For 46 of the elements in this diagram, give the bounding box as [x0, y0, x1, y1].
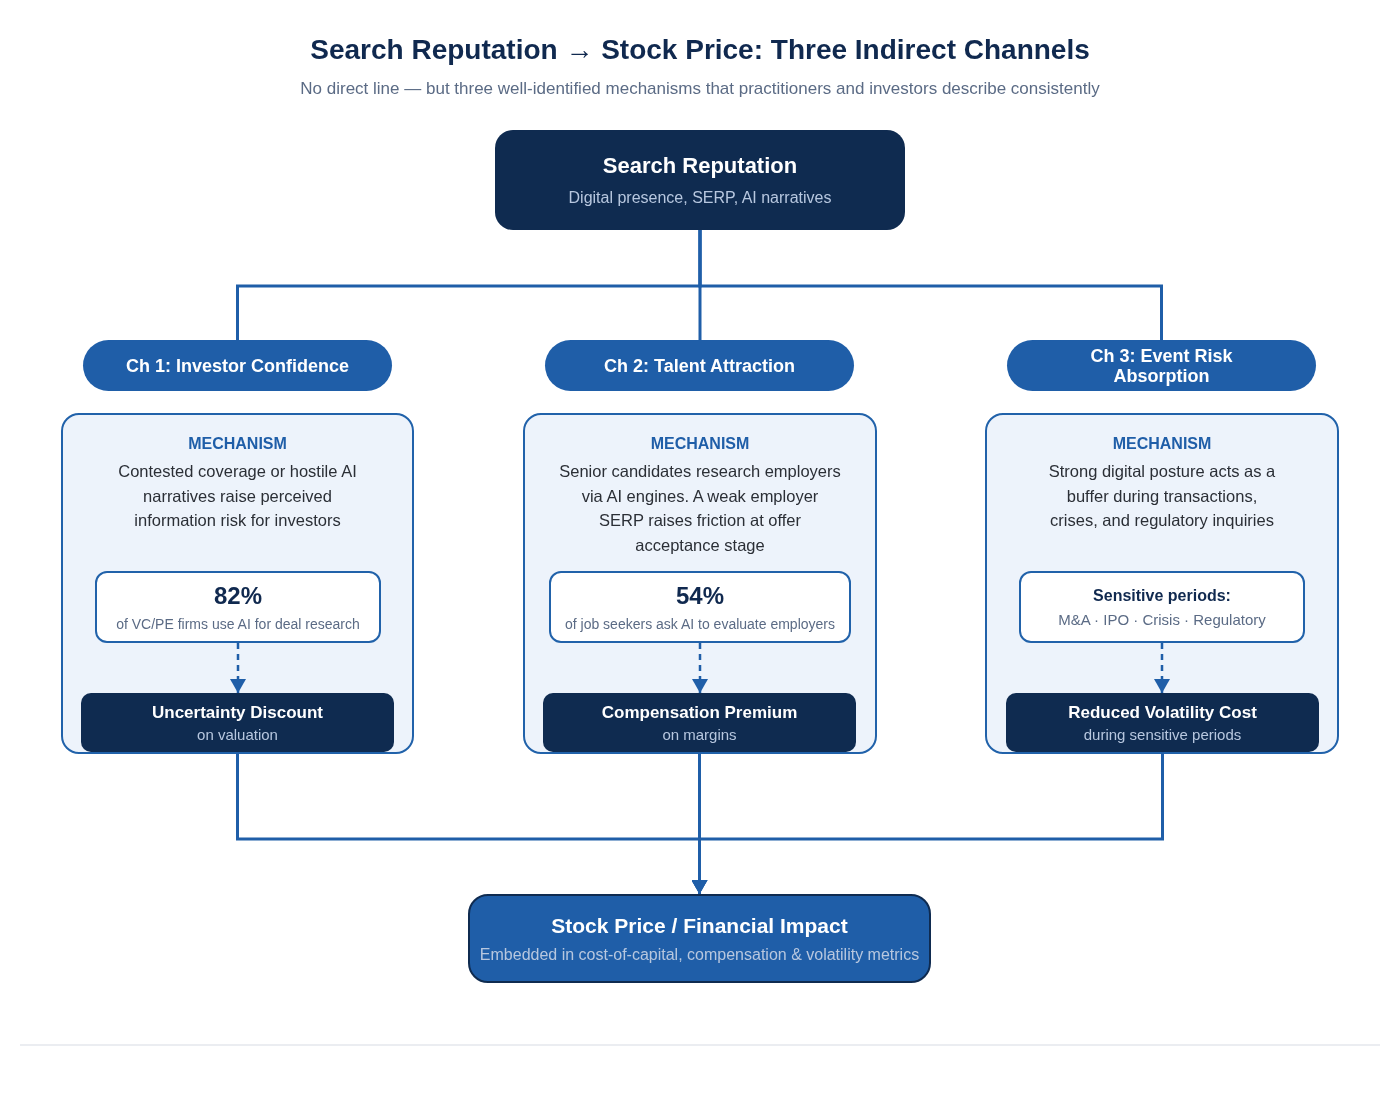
stat-value: 54%	[675, 582, 724, 610]
outcome-note: on margins	[662, 725, 737, 743]
dashed-arrow	[230, 643, 246, 693]
node-title: Stock Price / Financial Impact	[551, 913, 848, 938]
stat-value: 82%	[213, 582, 262, 610]
result-box	[468, 894, 931, 983]
dashed-arrow	[692, 643, 708, 693]
outcome-note: on valuation	[197, 725, 278, 743]
connector-arrow	[691, 752, 1164, 894]
outcome-note: during sensitive periods	[1083, 725, 1242, 743]
mechanism-text: Strong digital posture acts as a buffer during transactions, crises, and regulatory inquiries	[1048, 461, 1276, 531]
section-heading: MECHANISM	[1112, 435, 1212, 453]
node-description: Digital presence, SERP, AI narratives	[568, 189, 832, 207]
outcome-box	[81, 693, 394, 752]
stat-caption: of job seekers ask AI to evaluate employers	[564, 616, 835, 632]
source-box	[495, 130, 905, 230]
stat-caption: M&A · IPO · Crisis · Regulatory	[1058, 610, 1266, 628]
stat-card	[1019, 571, 1305, 643]
outcome-box	[543, 693, 856, 752]
outcome-title: Reduced Volatility Cost	[1068, 702, 1257, 723]
stat-heading: Sensitive periods:	[1093, 586, 1231, 605]
node-description: Embedded in cost-of-capital, compensation & volatility metrics	[479, 945, 920, 964]
mechanism-text: Contested coverage or hostile AI narratives raise perceived information risk for investors	[117, 461, 358, 531]
section-heading: MECHANISM	[650, 435, 750, 453]
diagram-title: Search Reputation → Stock Price: Three Indirect Channels	[310, 34, 1090, 66]
mechanism-panel	[985, 413, 1339, 754]
mechanism-text: Senior candidates research employers via AI engines. A weak employer SERP raises friction at offer acceptance stage	[558, 461, 842, 556]
channel-title: Ch 1: Investor Confidence	[126, 355, 349, 376]
channel-title: Ch 2: Talent Attraction	[604, 355, 795, 376]
outcome-title: Uncertainty Discount	[152, 702, 323, 723]
node-title: Search Reputation	[602, 153, 798, 179]
diagram-subtitle: No direct line — but three well-identified mechanisms that practitioners and investors describe consistently	[300, 79, 1100, 99]
dashed-arrow	[1154, 643, 1170, 693]
stat-card	[549, 571, 851, 643]
stat-card	[95, 571, 381, 643]
mechanism-panel	[523, 413, 877, 754]
mechanism-panel	[61, 413, 414, 754]
channel-pill	[545, 340, 854, 391]
channel-pill	[1007, 340, 1316, 391]
stat-caption: of VC/PE firms use AI for deal research	[116, 616, 360, 632]
channel-pill	[83, 340, 392, 391]
channel-title: Ch 3: Event Risk Absorption	[1089, 345, 1234, 386]
section-heading: MECHANISM	[188, 435, 287, 453]
outcome-title: Compensation Premium	[601, 702, 798, 723]
outcome-box	[1006, 693, 1319, 752]
connector-line	[698, 230, 1163, 340]
